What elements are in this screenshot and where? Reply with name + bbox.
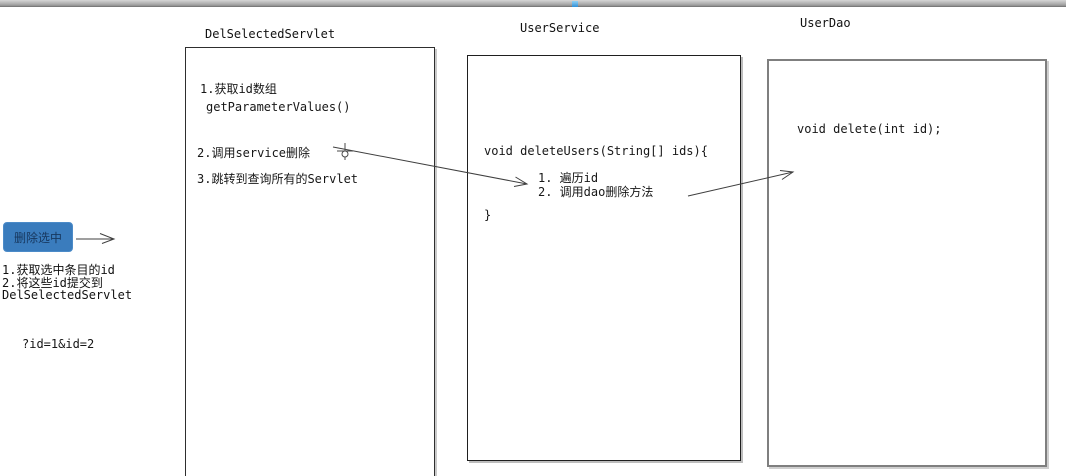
servlet-box-title: DelSelectedServlet bbox=[205, 27, 336, 41]
service-step-2: 2. 调用dao删除方法 bbox=[538, 185, 654, 199]
servlet-step-1: 1.获取id数组 bbox=[200, 82, 277, 96]
query-string-note: ?id=1&id=2 bbox=[22, 337, 95, 351]
service-method-signature: void deleteUsers(String[] ids){ bbox=[484, 144, 708, 158]
dao-method-signature: void delete(int id); bbox=[797, 122, 942, 136]
servlet-step-1-code: getParameterValues() bbox=[206, 100, 351, 114]
service-box-title: UserService bbox=[520, 21, 600, 35]
note-line-1: 1.获取选中条目的id bbox=[2, 263, 115, 277]
submit-steps-note: 1.获取选中条目的id 2.将这些id提交到 DelSelectedServle… bbox=[2, 264, 132, 302]
window-top-bar bbox=[0, 0, 1066, 7]
servlet-step-2: 2.调用service删除 bbox=[197, 146, 311, 160]
scrollbar-handle-icon[interactable] bbox=[572, 1, 578, 7]
service-box bbox=[467, 55, 741, 461]
note-line-2: 2.将这些id提交到 bbox=[2, 275, 103, 290]
arrow-button-to-servlet bbox=[76, 233, 116, 244]
service-step-1: 1. 遍历id bbox=[538, 171, 599, 185]
note-line-3: DelSelectedServlet bbox=[2, 288, 133, 302]
dao-box bbox=[767, 59, 1047, 467]
service-method-closing-brace: } bbox=[484, 208, 492, 222]
servlet-box bbox=[185, 47, 435, 476]
servlet-step-3: 3.跳转到查询所有的Servlet bbox=[197, 172, 359, 186]
dao-box-title: UserDao bbox=[800, 16, 851, 30]
delete-selected-button[interactable]: 删除选中 bbox=[3, 222, 73, 252]
